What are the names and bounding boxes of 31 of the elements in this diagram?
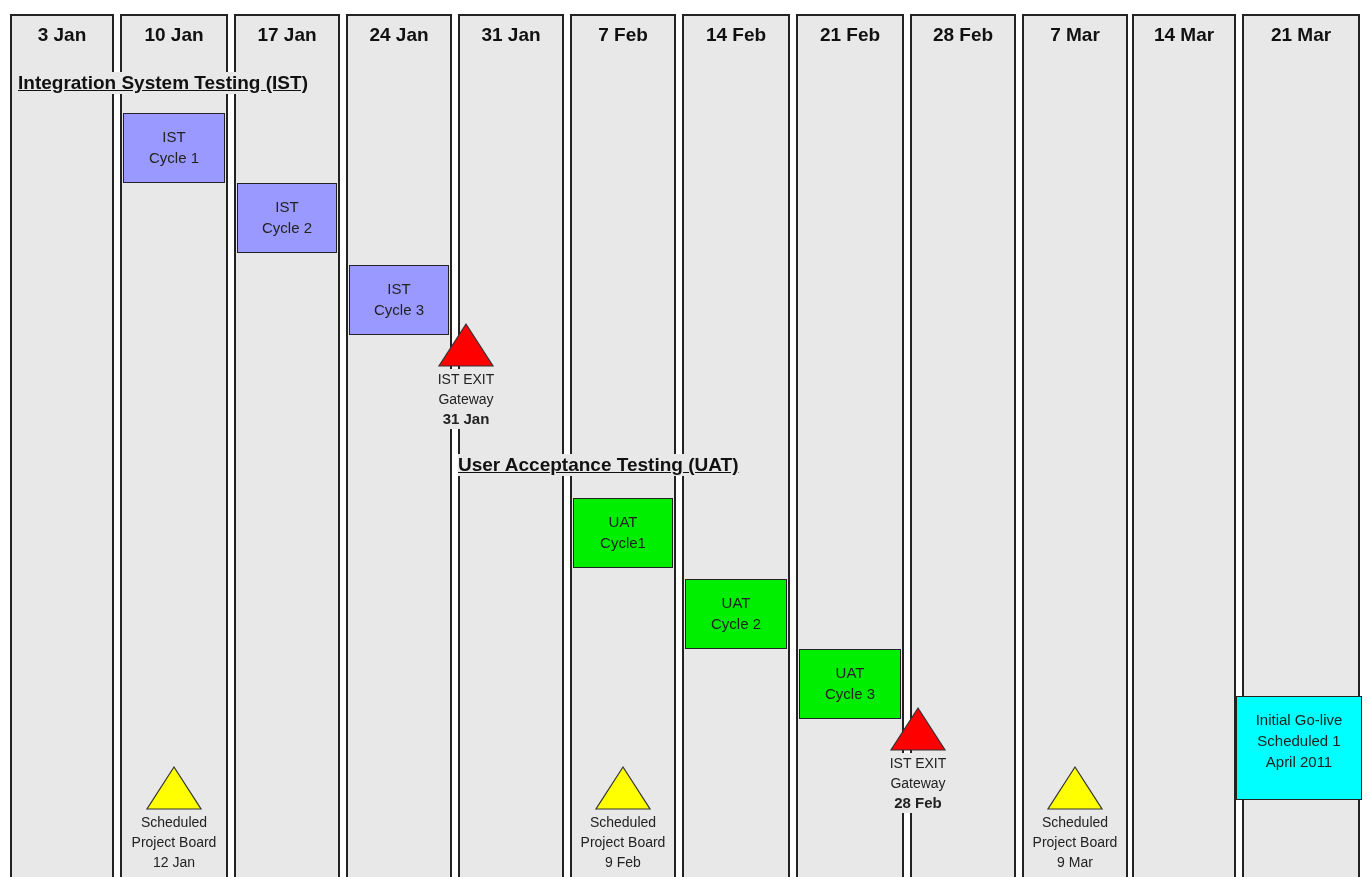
task-bar	[237, 183, 337, 253]
week-header: 14 Feb	[704, 24, 768, 46]
section-heading: User Acceptance Testing (UAT)	[458, 454, 739, 476]
task-bar	[349, 265, 449, 335]
week-column	[682, 14, 790, 877]
task-bar	[123, 113, 225, 183]
week-header: 3 Jan	[36, 24, 88, 46]
task-label: Initial Go-live Scheduled 1 April 2011	[1254, 710, 1344, 772]
task-label: UAT Cycle 2	[710, 593, 762, 634]
task-bar	[799, 649, 901, 719]
week-column	[1132, 14, 1236, 877]
week-header: 28 Feb	[931, 24, 995, 46]
task-label: IST Cycle 2	[261, 197, 313, 238]
week-header: 7 Feb	[597, 24, 649, 46]
week-header: 10 Jan	[143, 24, 205, 46]
task-label: UAT Cycle1	[599, 512, 647, 553]
week-header: 21 Mar	[1269, 24, 1333, 46]
section-heading: Integration System Testing (IST)	[18, 72, 308, 94]
task-bar	[573, 498, 673, 568]
week-header: 31 Jan	[480, 24, 542, 46]
week-header: 21 Feb	[818, 24, 882, 46]
task-label: IST Cycle 3	[373, 279, 425, 320]
week-column	[10, 14, 114, 877]
week-column	[1022, 14, 1128, 877]
task-bar	[685, 579, 787, 649]
week-header: 14 Mar	[1152, 24, 1216, 46]
task-label: IST Cycle 1	[148, 127, 200, 168]
week-header: 24 Jan	[368, 24, 430, 46]
week-header: 17 Jan	[256, 24, 318, 46]
task-label: UAT Cycle 3	[824, 663, 876, 704]
week-header: 7 Mar	[1049, 24, 1101, 46]
